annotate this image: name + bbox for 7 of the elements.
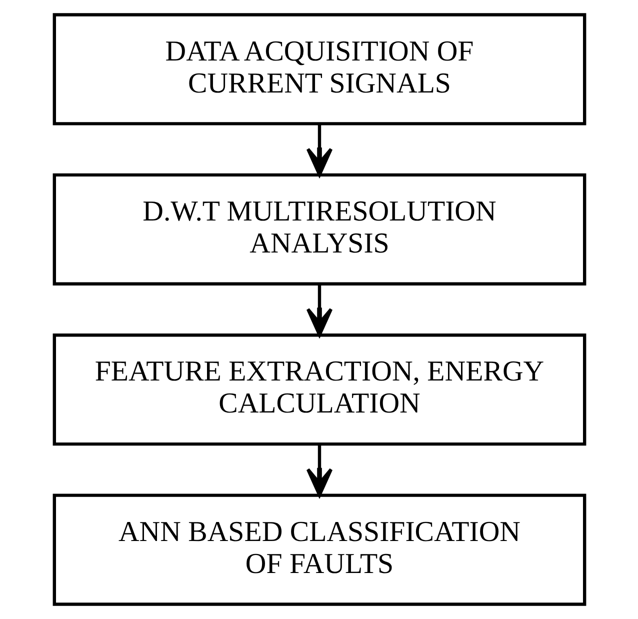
arrow (306, 444, 332, 497)
node-box: DATA ACQUISITION OF CURRENT SIGNALS (52, 13, 586, 126)
node-box: FEATURE EXTRACTION, ENERGY CALCULATION (52, 334, 586, 446)
node-box: ANN BASED CLASSIFICATION OF FAULTS (52, 494, 586, 606)
arrow (306, 284, 332, 336)
arrow (306, 124, 332, 176)
node-box: D.W.T MULTIRESOLUTION ANALYSIS (52, 173, 586, 286)
